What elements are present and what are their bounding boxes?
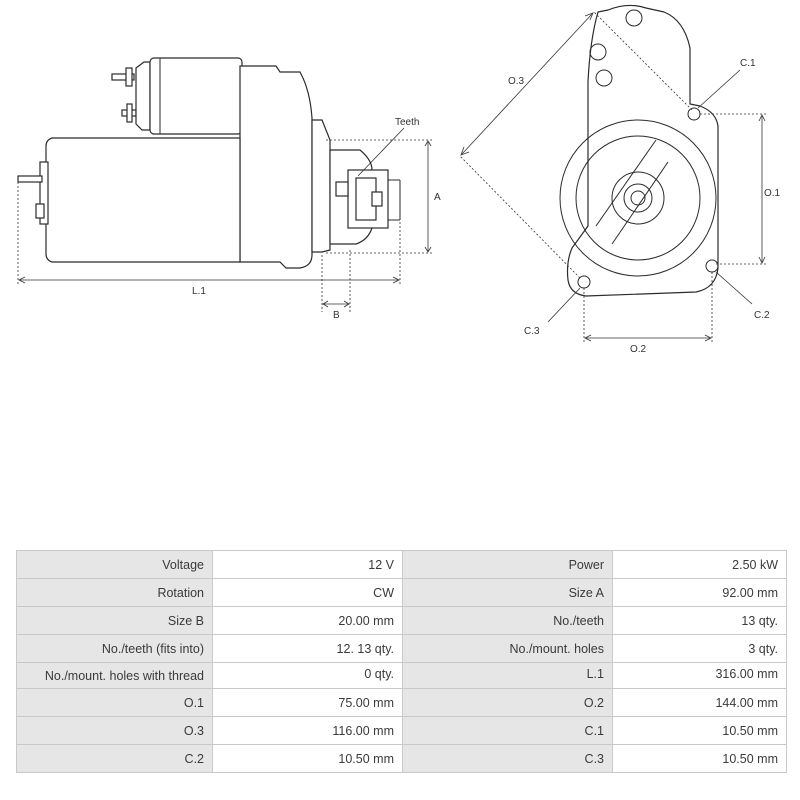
spec-label: Size A [402, 578, 613, 607]
table-row: O.1 75.00 mm O.2 144.00 mm [16, 688, 787, 717]
front-view: O.3 C.1 O.1 C.2 C.3 O.2 [459, 4, 781, 355]
spec-value: 12. 13 qty. [212, 634, 403, 663]
label-o3: O.3 [508, 76, 525, 87]
spec-label: C.2 [16, 744, 213, 773]
spec-label: No./teeth (fits into) [16, 634, 213, 663]
spec-value: 20.00 mm [212, 606, 403, 635]
spec-value: 2.50 kW [612, 550, 787, 579]
label-teeth: Teeth [395, 117, 419, 128]
spec-label: No./mount. holes with thread [16, 662, 213, 689]
spec-label: O.1 [16, 688, 213, 717]
table-row: C.2 10.50 mm C.3 10.50 mm [16, 744, 787, 773]
spec-label: No./teeth [402, 606, 613, 635]
spec-value: 13 qty. [612, 606, 787, 635]
label-l1: L.1 [192, 286, 206, 297]
spec-value: 12 V [212, 550, 403, 579]
spec-value: 92.00 mm [612, 578, 787, 607]
label-a: A [434, 192, 441, 203]
side-view: Teeth A B L.1 [17, 57, 441, 321]
label-b: B [333, 310, 340, 321]
spec-value: 3 qty. [612, 634, 787, 663]
spec-label: Power [402, 550, 613, 579]
technical-drawing: Teeth A B L.1 [17, 4, 781, 355]
spec-label: No./mount. holes [402, 634, 613, 663]
specifications-table: Voltage 12 V Power 2.50 kW Rotation CW S… [16, 550, 787, 773]
spec-value: 10.50 mm [612, 744, 787, 773]
spec-value: 10.50 mm [612, 716, 787, 745]
label-o1: O.1 [764, 188, 781, 199]
spec-label: C.3 [402, 744, 613, 773]
table-row: O.3 116.00 mm C.1 10.50 mm [16, 716, 787, 745]
spec-label: O.3 [16, 716, 213, 745]
spec-label: O.2 [402, 688, 613, 717]
spec-label: Rotation [16, 578, 213, 607]
table-row: No./mount. holes with thread 0 qty. L.1 … [16, 662, 787, 689]
spec-label: Voltage [16, 550, 213, 579]
spec-value: 316.00 mm [612, 662, 787, 689]
label-c1: C.1 [740, 58, 756, 69]
label-o2: O.2 [630, 344, 647, 355]
table-row: No./teeth (fits into) 12. 13 qty. No./mo… [16, 634, 787, 663]
spec-label: C.1 [402, 716, 613, 745]
spec-value: 75.00 mm [212, 688, 403, 717]
spec-value: 10.50 mm [212, 744, 403, 773]
table-row: Rotation CW Size A 92.00 mm [16, 578, 787, 607]
spec-value: CW [212, 578, 403, 607]
label-c2: C.2 [754, 310, 770, 321]
table-row: Size B 20.00 mm No./teeth 13 qty. [16, 606, 787, 635]
spec-value: 144.00 mm [612, 688, 787, 717]
spec-label: L.1 [402, 662, 613, 689]
label-c3: C.3 [524, 326, 540, 337]
spec-value: 116.00 mm [212, 716, 403, 745]
table-row: Voltage 12 V Power 2.50 kW [16, 550, 787, 579]
spec-label: Size B [16, 606, 213, 635]
spec-value: 0 qty. [212, 662, 403, 689]
